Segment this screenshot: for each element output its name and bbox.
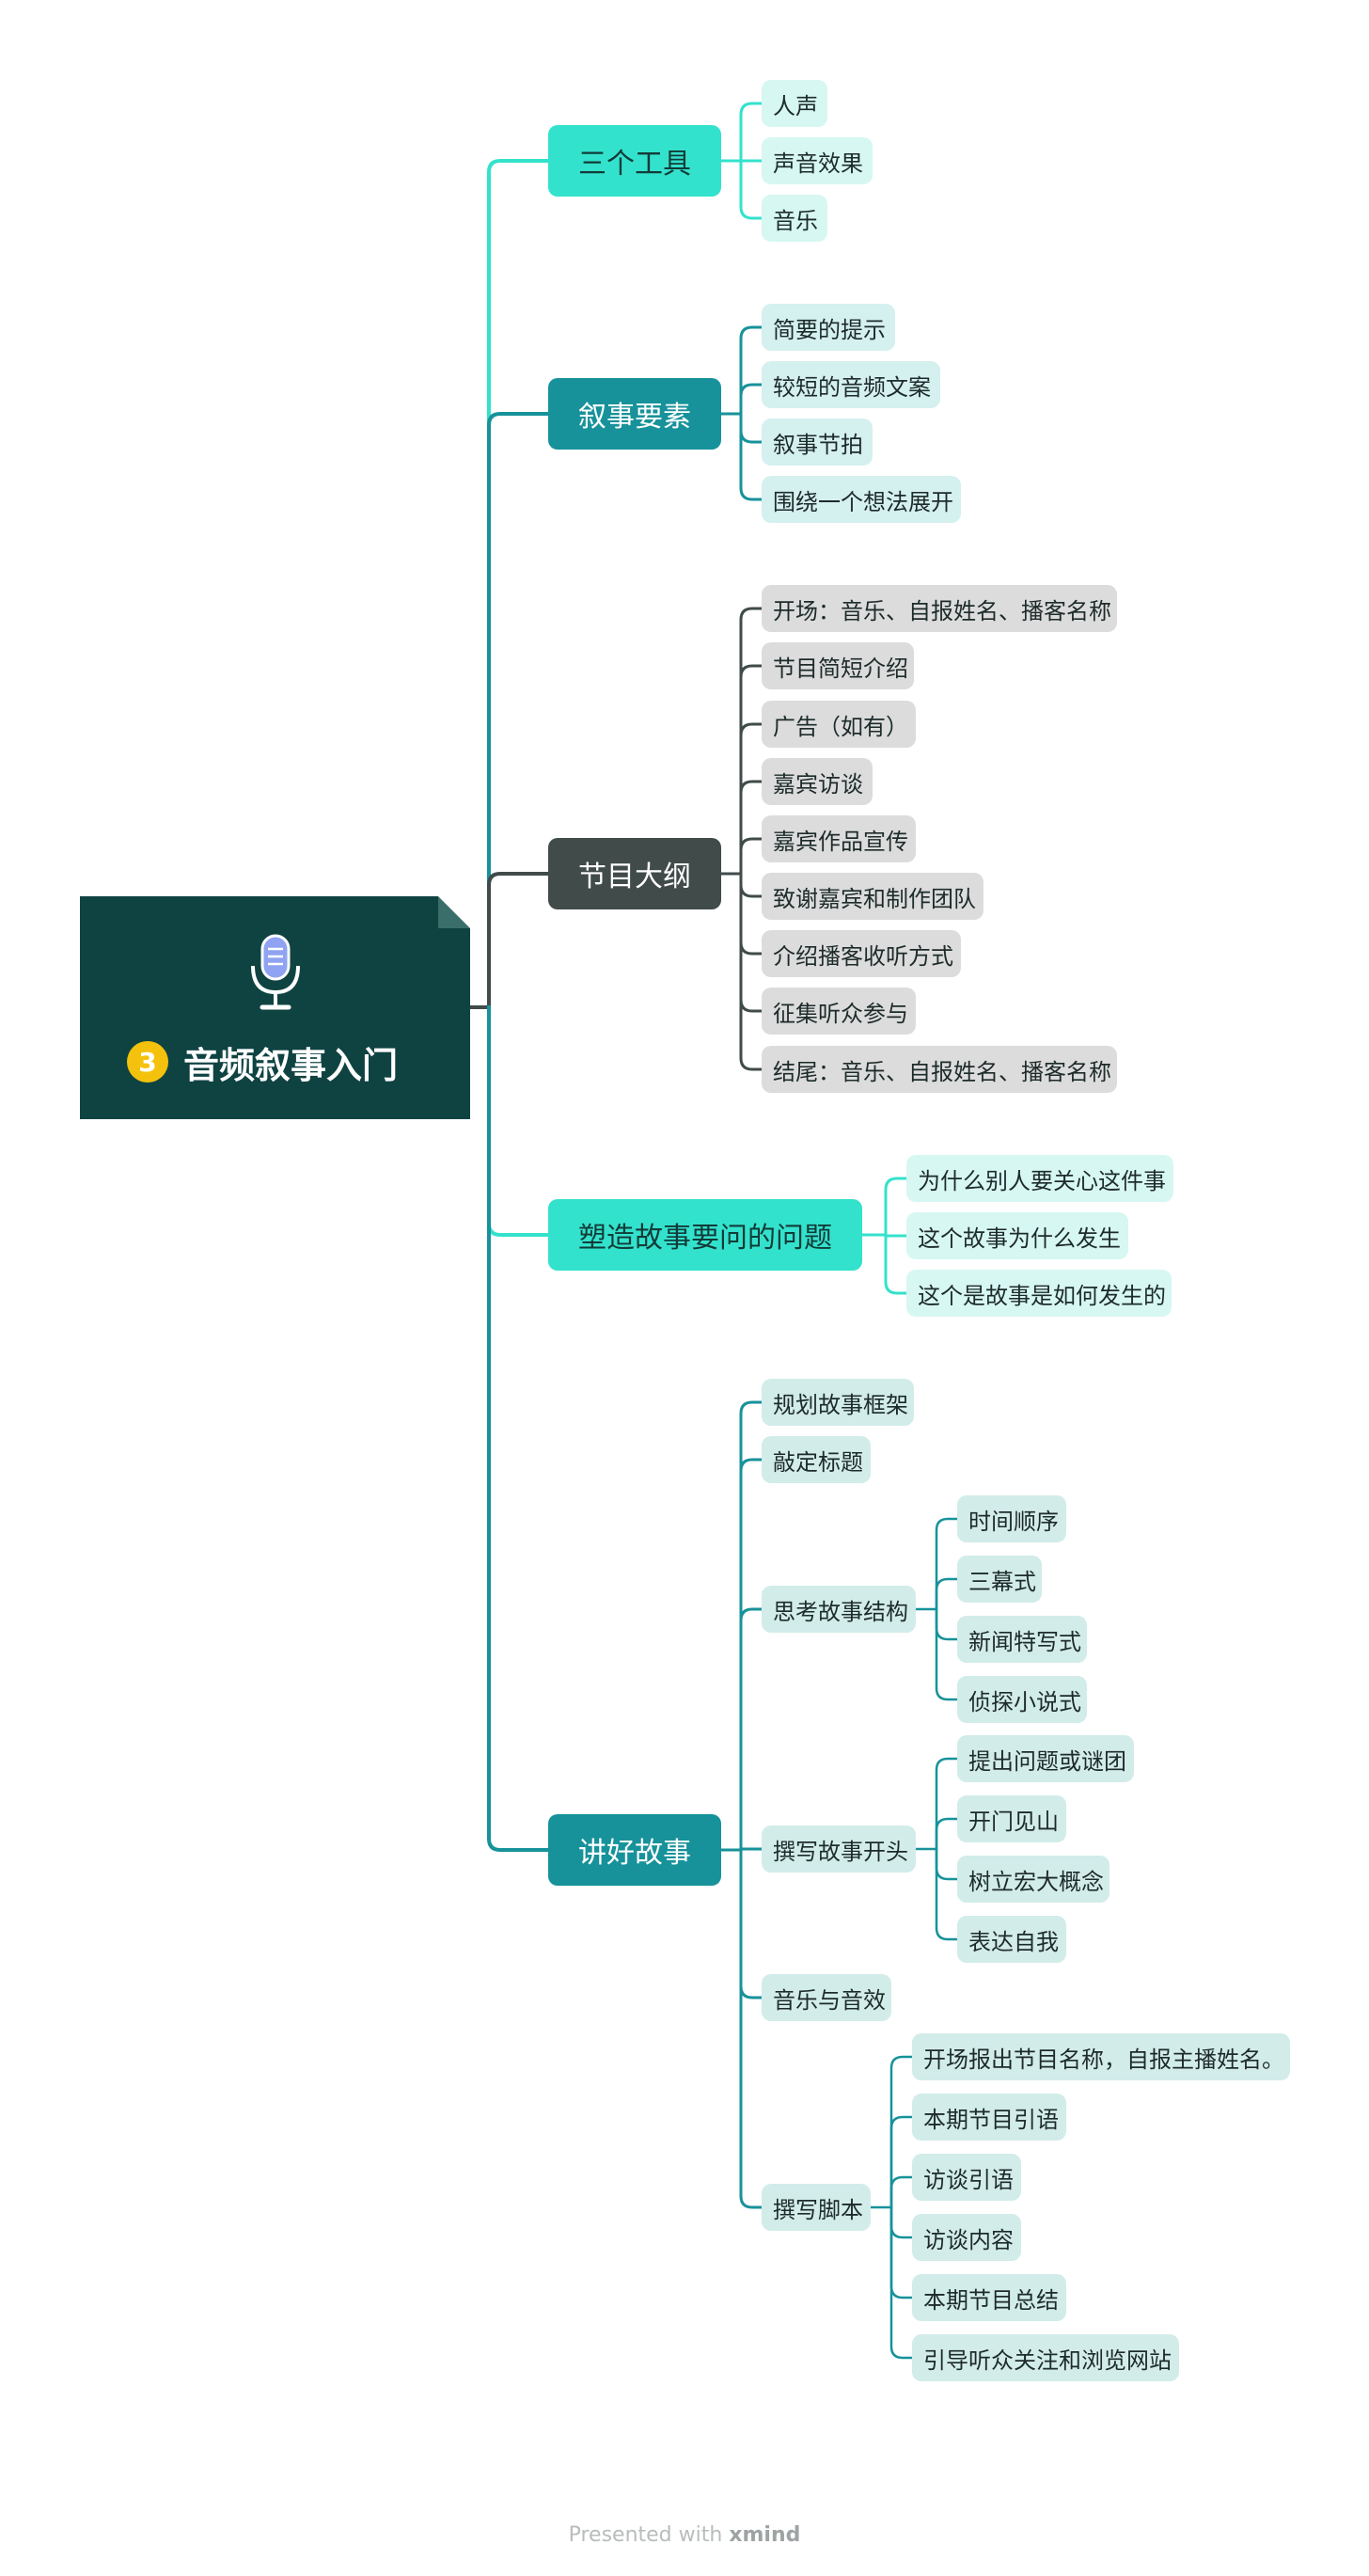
script-interview-content[interactable]: 访谈内容	[912, 2214, 1021, 2261]
footer-credit: Presented with xmind	[0, 2523, 1369, 2547]
corner-fold	[438, 896, 470, 928]
subtopic-voice[interactable]: 人声	[762, 80, 827, 127]
subtopic-music[interactable]: 音乐	[762, 195, 827, 242]
connector-line	[739, 1848, 763, 2209]
central-topic-title: 3 音频叙事入门	[127, 1035, 398, 1088]
connector-line	[739, 412, 763, 444]
connector-line	[487, 159, 550, 1009]
branch-narrative-elements[interactable]: 叙事要素	[548, 378, 721, 450]
connector-line	[739, 722, 763, 876]
subtopic-guest-interview[interactable]: 嘉宾访谈	[762, 758, 873, 805]
script-interview-quote[interactable]: 访谈引语	[912, 2154, 1021, 2201]
opening-big-concept[interactable]: 树立宏大概念	[957, 1856, 1109, 1903]
subtopic-how-happened[interactable]: 这个是故事是如何发生的	[906, 1270, 1172, 1317]
connector-line	[739, 607, 763, 876]
subtopic-ads[interactable]: 广告（如有）	[762, 701, 916, 748]
connector-line	[739, 1458, 763, 1852]
connector-line	[935, 1847, 959, 1881]
connector-line	[739, 837, 763, 876]
subtopic-brief-intro[interactable]: 节目简短介绍	[762, 642, 914, 689]
subtopic-why-happened[interactable]: 这个故事为什么发生	[906, 1212, 1128, 1259]
subtopic-ending[interactable]: 结尾：音乐、自报姓名、播客名称	[762, 1046, 1117, 1093]
connector-line	[739, 872, 763, 1071]
branch-storytelling[interactable]: 讲好故事	[548, 1814, 721, 1886]
connector-line	[739, 1400, 763, 1852]
central-topic-label: 音频叙事入门	[183, 1044, 399, 1086]
number-badge: 3	[127, 1041, 168, 1083]
script-opening-names[interactable]: 开场报出节目名称，自报主播姓名。	[912, 2033, 1290, 2080]
connector-line	[884, 1233, 908, 1295]
script-episode-summary[interactable]: 本期节目总结	[912, 2274, 1066, 2321]
subtopic-sound-effects[interactable]: 声音效果	[762, 137, 873, 184]
structure-detective[interactable]: 侦探小说式	[957, 1676, 1087, 1723]
subtopic-short-audio-copy[interactable]: 较短的音频文案	[762, 361, 940, 408]
connector-line	[935, 1517, 959, 1611]
script-follow-website[interactable]: 引导听众关注和浏览网站	[912, 2334, 1179, 2381]
subtopic-one-idea[interactable]: 围绕一个想法展开	[762, 476, 961, 523]
connector-line	[739, 412, 763, 501]
structure-chronological[interactable]: 时间顺序	[957, 1495, 1066, 1542]
structure-three-act[interactable]: 三幕式	[957, 1556, 1042, 1603]
connector-line	[739, 159, 763, 220]
connector-line	[889, 2055, 914, 2209]
opening-straight-to-point[interactable]: 开门见山	[957, 1795, 1066, 1842]
subtopic-audience-participation[interactable]: 征集听众参与	[762, 988, 916, 1035]
subtopic-set-title[interactable]: 敲定标题	[762, 1436, 871, 1483]
subtopic-how-to-listen[interactable]: 介绍播客收听方式	[762, 930, 961, 977]
connector-line	[739, 780, 763, 876]
connector-line	[739, 1607, 763, 1852]
connector-line	[935, 1757, 959, 1851]
subtopic-brief-prompt[interactable]: 简要的提示	[762, 304, 895, 351]
connector-line	[487, 412, 550, 1009]
connector-line	[487, 1005, 550, 1852]
branch-tools[interactable]: 三个工具	[548, 125, 721, 197]
connector-line	[739, 872, 763, 956]
footer-prefix: Presented with	[568, 2523, 723, 2547]
connector-line	[935, 1607, 959, 1701]
microphone-icon	[251, 934, 300, 1010]
connector-line	[889, 2205, 914, 2239]
central-topic[interactable]: 3 音频叙事入门	[80, 896, 470, 1119]
connector-line	[739, 872, 763, 898]
subtopic-why-care[interactable]: 为什么别人要关心这件事	[906, 1155, 1173, 1202]
subtopic-write-script[interactable]: 撰写脚本	[762, 2184, 871, 2231]
connector-line	[884, 1177, 908, 1237]
branch-show-outline[interactable]: 节目大纲	[548, 838, 721, 909]
subtopic-story-opening[interactable]: 撰写故事开头	[762, 1825, 916, 1873]
connector-line	[739, 664, 763, 876]
subtopic-music-sfx[interactable]: 音乐与音效	[762, 1974, 891, 2021]
connector-line	[935, 1817, 959, 1851]
script-episode-quote[interactable]: 本期节目引语	[912, 2094, 1066, 2141]
opening-question-mystery[interactable]: 提出问题或谜团	[957, 1735, 1134, 1782]
subtopic-guest-promo[interactable]: 嘉宾作品宣传	[762, 815, 916, 862]
subtopic-thanks-team[interactable]: 致谢嘉宾和制作团队	[762, 873, 983, 920]
connector-line	[487, 872, 550, 1009]
branch-story-questions[interactable]: 塑造故事要问的问题	[548, 1199, 862, 1271]
structure-news-feature[interactable]: 新闻特写式	[957, 1616, 1087, 1663]
connector-line	[889, 2175, 914, 2209]
connector-line	[739, 325, 763, 416]
connector-line	[889, 2205, 914, 2299]
connector-line	[889, 2115, 914, 2209]
connector-line	[739, 102, 763, 163]
subtopic-opening[interactable]: 开场：音乐、自报姓名、播客名称	[762, 585, 1117, 632]
subtopic-plan-framework[interactable]: 规划故事框架	[762, 1379, 914, 1426]
xmind-brand: xmind	[729, 2523, 801, 2547]
connector-line	[487, 1005, 550, 1237]
connector-line	[889, 2205, 914, 2360]
connector-line	[935, 1607, 959, 1641]
connector-line	[935, 1847, 959, 1941]
connector-line	[739, 1848, 763, 1999]
connector-line	[739, 383, 763, 416]
subtopic-narrative-beats[interactable]: 叙事节拍	[762, 419, 873, 466]
connector-line	[935, 1577, 959, 1611]
subtopic-story-structure[interactable]: 思考故事结构	[762, 1586, 916, 1633]
opening-express-self[interactable]: 表达自我	[957, 1916, 1066, 1963]
